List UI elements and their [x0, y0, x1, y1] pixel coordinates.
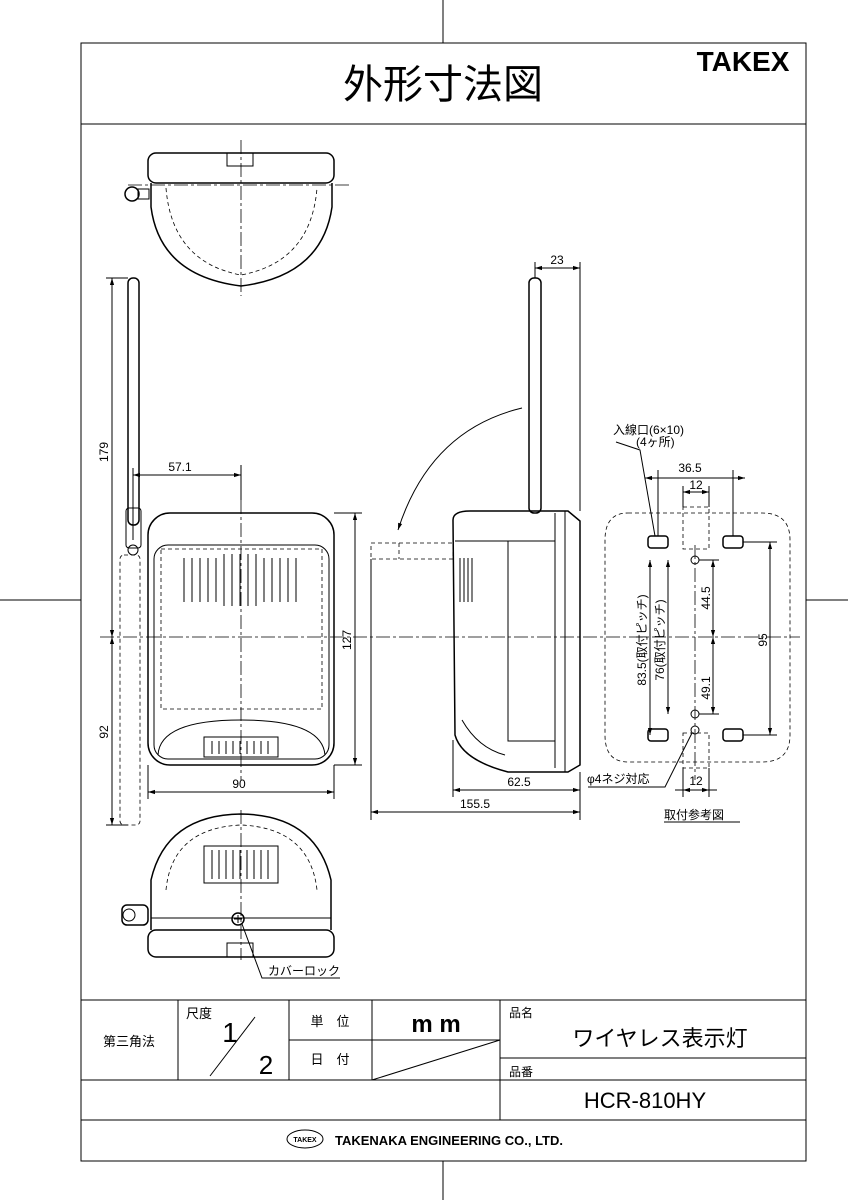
bottom-view	[121, 810, 340, 979]
dim-49-1: 49.1	[699, 676, 713, 700]
dim-155-5: 155.5	[460, 797, 490, 811]
top-view	[124, 140, 350, 296]
product-name: ワイヤレス表示灯	[572, 1026, 747, 1051]
brand-logo: TAKEX	[697, 46, 790, 77]
scale-denominator: 2	[259, 1050, 273, 1080]
dim-76: 76(取付ピッチ)	[653, 599, 667, 680]
scale-numerator: 1	[222, 1017, 238, 1048]
company-logo: TAKEX	[293, 1137, 317, 1144]
side-view	[370, 277, 581, 773]
product-number: HCR-810HY	[584, 1088, 707, 1113]
title-block	[81, 999, 806, 1149]
front-view	[100, 277, 800, 826]
mounting-view	[588, 441, 791, 823]
product-name-label: 品名	[509, 1005, 533, 1020]
front-dimensions	[106, 277, 362, 826]
product-number-label: 品番	[509, 1065, 533, 1079]
unit-value: m m	[411, 1011, 460, 1038]
mount-reference-label: 取付参考図	[664, 807, 724, 822]
dim-62-5: 62.5	[507, 775, 531, 789]
unit-label: 単 位	[310, 1014, 349, 1029]
dim-36-5: 36.5	[678, 461, 702, 475]
dim-127: 127	[340, 630, 354, 650]
dim-57-1: 57.1	[168, 460, 192, 474]
date-label: 日 付	[310, 1052, 349, 1067]
drawing-title: 外形寸法図	[343, 63, 543, 107]
dim-44-5: 44.5	[699, 586, 713, 610]
dim-23: 23	[550, 253, 564, 267]
screw-label: φ4ネジ対応	[587, 772, 649, 786]
projection-method: 第三角法	[103, 1034, 155, 1049]
wire-inlet-label: 入線口(6×10)	[613, 422, 684, 437]
company-name: TAKENAKA ENGINEERING CO., LTD.	[335, 1133, 563, 1148]
dim-12-bottom: 12	[689, 774, 703, 788]
front-bottom-grille	[211, 741, 269, 754]
dim-92: 92	[97, 725, 111, 739]
wire-inlet-count-label: (4ヶ所)	[636, 435, 675, 449]
dim-90: 90	[232, 777, 246, 791]
front-vent-slots	[183, 554, 297, 606]
bottom-grille	[211, 850, 269, 879]
dim-12-top: 12	[689, 478, 703, 492]
side-dimensions	[370, 262, 581, 820]
scale-label: 尺度	[186, 1006, 212, 1021]
side-vent-slots	[459, 558, 473, 602]
cover-lock-label: カバーロック	[268, 964, 340, 978]
dim-179: 179	[97, 442, 111, 462]
dim-83-5: 83.5(取付ピッチ)	[635, 594, 649, 685]
dim-95: 95	[756, 633, 770, 647]
